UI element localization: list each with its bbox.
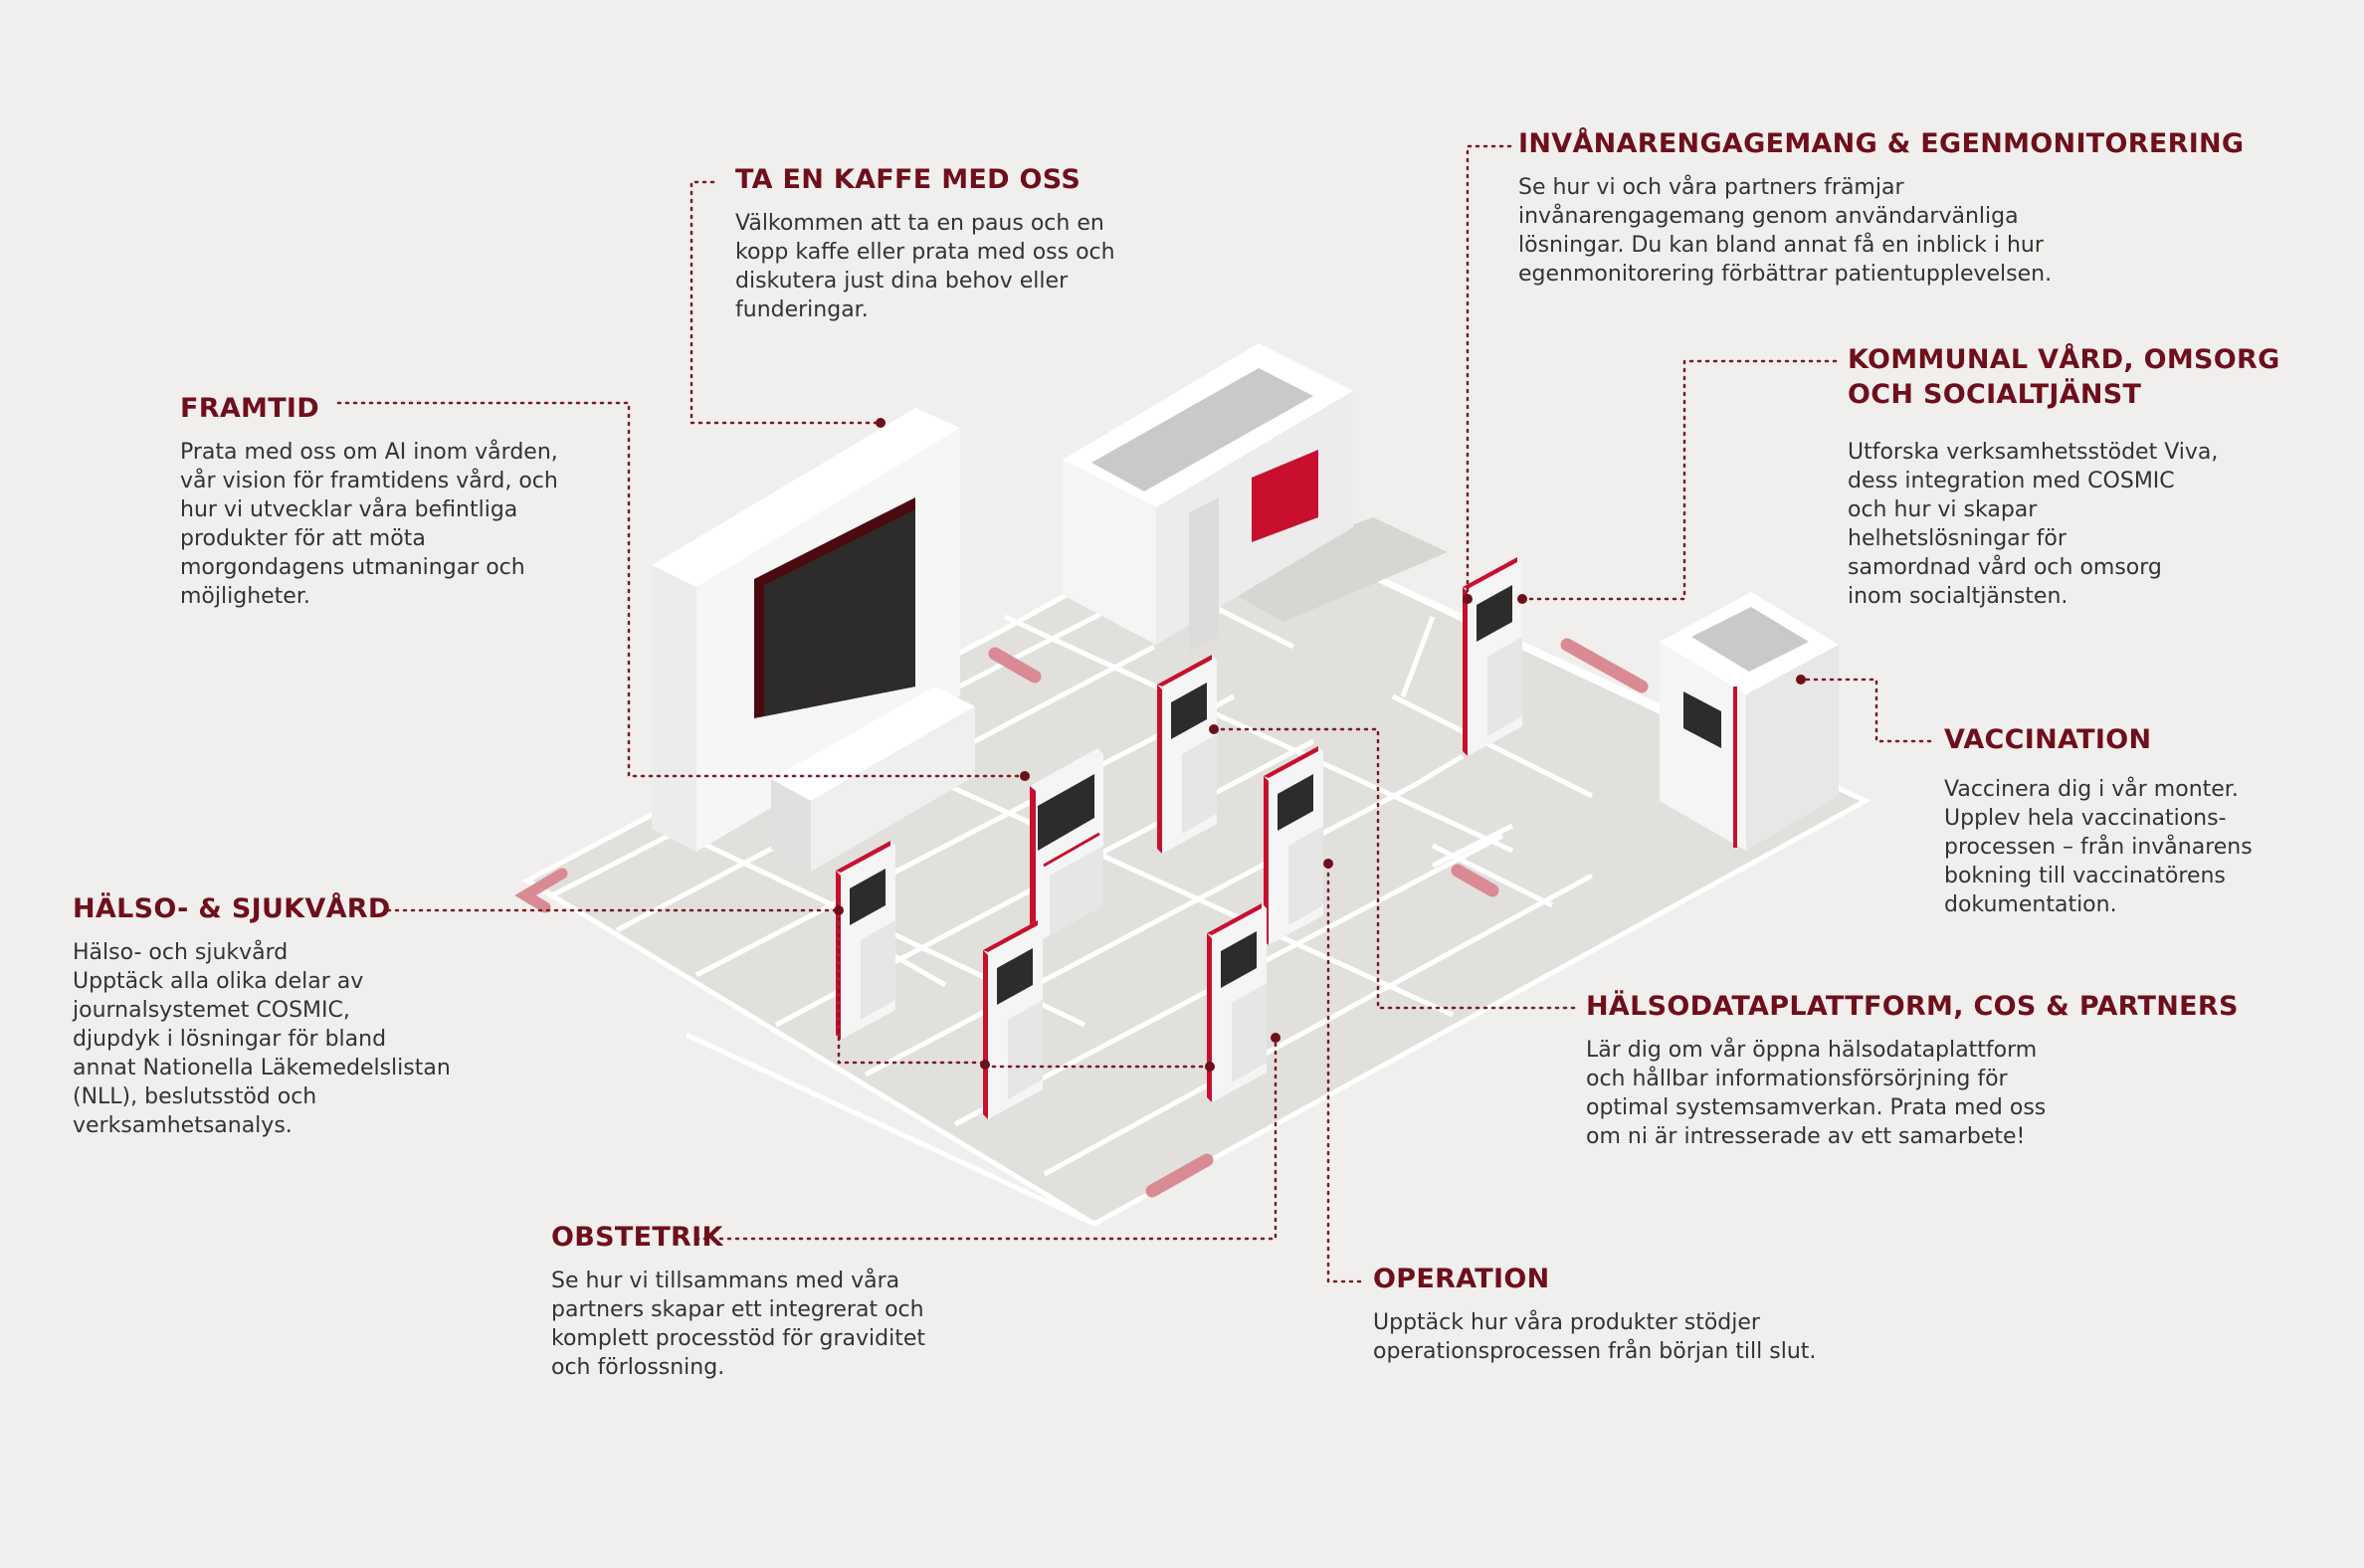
label-obstetrik-title: OBSTETRIK: [551, 1222, 723, 1253]
label-operation: OPERATION Upptäck hur våra produkter stö…: [1373, 1262, 1930, 1366]
anchor-halsodata: [1209, 724, 1219, 734]
leader-halso-down: [837, 908, 989, 1065]
label-obstetrik-text: Se hur vi tillsammans med våra partners …: [551, 1269, 926, 1380]
kitchen-left: [1063, 460, 1156, 645]
bench-front: [811, 706, 975, 872]
label-kommunal: KOMMUNAL VÅRD, OMSORG OCH SOCIALTJÄNST U…: [1848, 342, 2345, 611]
label-operation-text: Upptäck hur våra produkter stödjer opera…: [1373, 1310, 1817, 1364]
leader-lines: [336, 144, 1932, 1283]
leader-framtid: [336, 401, 1027, 778]
screen-wall: [652, 408, 975, 872]
barrier-3: [1451, 864, 1499, 897]
leader-invanare: [1466, 144, 1512, 599]
label-vaccination-title: VACCINATION: [1944, 724, 2152, 755]
anchor-operation: [1323, 859, 1333, 869]
label-vaccination: VACCINATION Vaccinera dig i vår monter. …: [1944, 722, 2352, 919]
anchor-halso-2: [980, 1060, 990, 1070]
kitchen-door: [1189, 497, 1219, 653]
label-halso-title: HÄLSO- & SJUKVÅRD: [73, 893, 391, 924]
label-invanare-text: Se hur vi och våra partners främjar invå…: [1518, 175, 2053, 287]
kitchen-red-panel: [1252, 450, 1318, 542]
barrier-1: [988, 647, 1042, 684]
label-halso: HÄLSO- & SJUKVÅRD Hälso- och sjukvård Up…: [73, 891, 530, 1140]
label-operation-title: OPERATION: [1373, 1264, 1550, 1294]
screen-wall-left-side: [652, 565, 696, 852]
floor-zone-shade: [1204, 517, 1448, 622]
barriers: [514, 638, 1649, 1198]
vaccination-front: [1746, 645, 1839, 851]
barrier-5: [1145, 1153, 1214, 1198]
anchor-framtid: [1020, 771, 1030, 781]
label-invanare: INVÅNARENGAGEMANG & EGENMONITORERING Se …: [1518, 126, 2314, 289]
label-framtid-title: FRAMTID: [180, 393, 319, 424]
kitchen-sink: [1091, 368, 1313, 491]
vaccination-left: [1660, 642, 1746, 851]
kiosk-obstetrik-2: [1207, 903, 1267, 1102]
kiosk-obstetrik-1: [983, 920, 1043, 1119]
label-kaffe-text: Välkommen att ta en paus och en kopp kaf…: [735, 211, 1115, 322]
label-halsodata-title: HÄLSODATAPLATTFORM, COS & PARTNERS: [1586, 991, 2239, 1022]
leader-operation: [1326, 864, 1365, 1283]
barrier-4: [514, 868, 568, 913]
anchor-obstetrik-2: [1271, 1033, 1280, 1043]
leader-obstetrik: [694, 1038, 1278, 1241]
vaccination-opening: [1691, 607, 1809, 672]
label-invanare-title: INVÅNARENGAGEMANG & EGENMONITORERING: [1518, 128, 2245, 159]
bench-top: [771, 686, 975, 801]
anchor-dots: [834, 418, 1806, 1072]
label-kaffe: TA EN KAFFE MED OSS Välkommen att ta en …: [735, 162, 1153, 324]
big-screen: [764, 509, 915, 716]
kiosk-invanare: [1463, 557, 1522, 756]
label-obstetrik: OBSTETRIK Se hur vi tillsammans med våra…: [551, 1220, 1009, 1382]
anchor-halso: [834, 905, 844, 915]
screen-wall-top: [652, 408, 960, 587]
anchor-invanare: [1463, 594, 1473, 604]
label-framtid: FRAMTID Prata med oss om AI inom vården,…: [180, 391, 618, 611]
bench-side: [771, 779, 811, 872]
anchor-obstetrik: [1205, 1062, 1215, 1072]
label-halsodata-text: Lär dig om vår öppna hälsodataplattform …: [1586, 1038, 2047, 1149]
kiosk-operation-top: [1157, 655, 1217, 854]
leader-kommunal: [1520, 359, 1838, 601]
kiosk-halso: [836, 841, 895, 1040]
vaccination-screen: [1683, 691, 1721, 748]
kiosk-framtid-desk: [1030, 748, 1103, 943]
vaccination-cabin: [1660, 592, 1839, 851]
leader-vaccination: [1799, 678, 1932, 743]
coffee-kitchen-unit: [1063, 343, 1353, 653]
anchor-kaffe: [876, 418, 886, 428]
label-halsodata: HÄLSODATAPLATTFORM, COS & PARTNERS Lär d…: [1586, 989, 2282, 1151]
label-kaffe-title: TA EN KAFFE MED OSS: [735, 164, 1082, 195]
leader-kaffe: [690, 180, 883, 425]
label-halso-text: Hälso- och sjukvård Upptäck alla olika d…: [73, 940, 451, 1138]
barrier-2: [1560, 638, 1649, 693]
anchor-kommunal: [1517, 594, 1527, 604]
anchor-vaccination: [1796, 675, 1806, 685]
label-vaccination-text: Vaccinera dig i vår monter. Upplev hela …: [1944, 777, 2253, 917]
label-kommunal-title: KOMMUNAL VÅRD, OMSORG OCH SOCIALTJÄNST: [1848, 344, 2280, 410]
kiosk-operation: [1264, 746, 1323, 945]
label-kommunal-text: Utforska verksamhetsstödet Viva, dess in…: [1848, 440, 2219, 609]
label-framtid-text: Prata med oss om AI inom vården, vår vis…: [180, 440, 558, 609]
leader-halsodata: [1212, 727, 1576, 1010]
